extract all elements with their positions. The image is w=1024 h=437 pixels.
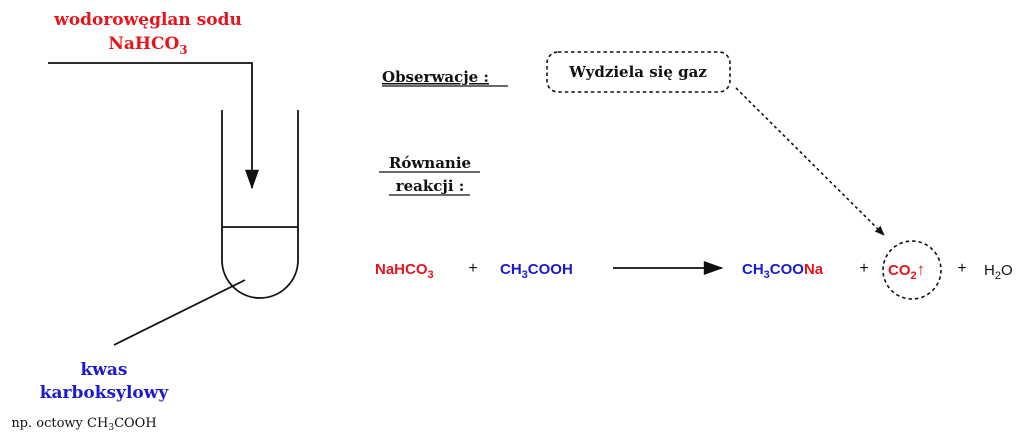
observations-label: Obserwacje : xyxy=(382,68,489,86)
product-water: H2O xyxy=(984,262,1013,282)
test-tube xyxy=(221,110,299,299)
product-sodium-acetate: CH3COONa xyxy=(742,261,824,281)
reagent-top-name: wodorowęglan sodu xyxy=(53,10,242,30)
gas-highlight-circle xyxy=(882,240,942,300)
observation-bubble xyxy=(546,51,731,93)
reagent-bottom-example: np. octowy CH3COOH xyxy=(11,416,156,433)
reagent-top-formula: NaHCO3 xyxy=(108,34,187,57)
equation-label-2: reakcji : xyxy=(396,177,465,195)
addition-arrow xyxy=(48,62,259,190)
gas-pointer-arrow xyxy=(735,87,885,236)
reactant-sodium-bicarbonate: NaHCO3 xyxy=(375,261,434,281)
reactant-acetic-acid: CH3COOH xyxy=(500,261,573,281)
plus-sign-3: + xyxy=(957,260,966,277)
plus-sign-1: + xyxy=(468,260,477,277)
observation-text: Wydziela się gaz xyxy=(568,63,707,81)
reagent-bottom-name-2: karboksylowy xyxy=(40,383,170,403)
equation-label-1: Równanie xyxy=(389,154,471,172)
acid-pointer-line xyxy=(113,279,246,346)
reagent-bottom-name-1: kwas xyxy=(81,360,128,380)
plus-sign-2: + xyxy=(859,260,868,277)
product-carbon-dioxide: CO2↑ xyxy=(888,260,925,282)
